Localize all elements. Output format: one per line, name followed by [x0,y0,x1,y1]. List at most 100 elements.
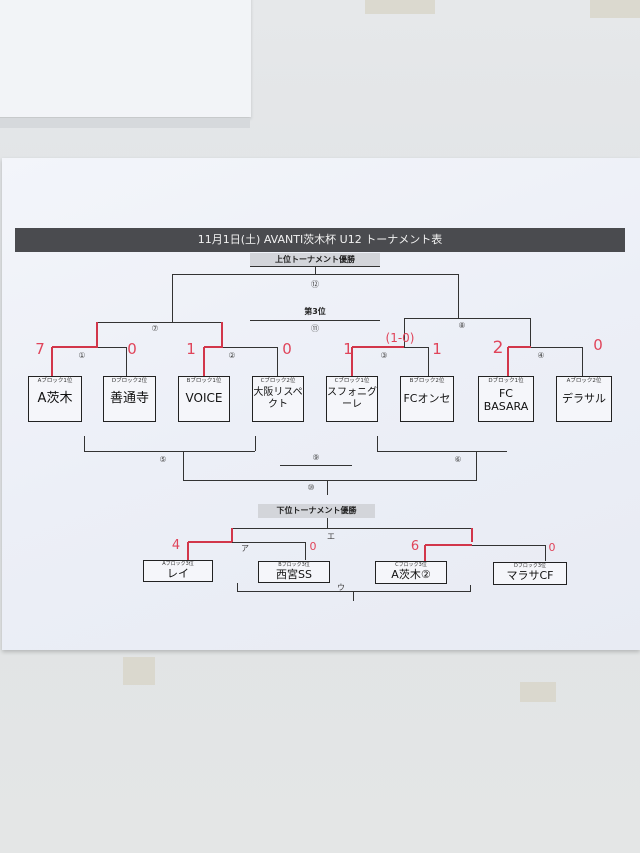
match-number: ⑫ [311,280,319,289]
score: 0 [127,340,137,358]
bracket-line [97,322,223,323]
bracket-line [305,542,306,560]
bracket-line [232,528,473,529]
background-paper-edge [0,118,250,128]
bracket-line [404,318,531,319]
score: 0 [593,336,603,354]
score: 4 [171,538,181,553]
team-box: Dブロック2位 善通寺 [103,376,156,422]
bracket-line [582,347,583,376]
match-number: ① [78,351,86,360]
team-name: A茨木 [37,391,73,406]
winner-line [96,322,98,347]
team-name: 西宮SS [276,568,312,581]
score: 1 [343,340,353,358]
block-label: Cブロック1位 [334,378,370,384]
winner-line [203,347,205,376]
block-label: Dブロック1位 [488,378,524,384]
block-label: Dブロック3位 [513,563,547,569]
match-number: ④ [537,351,545,360]
tape [365,0,435,14]
bracket-line [530,318,531,347]
bracket-line [237,591,471,592]
third-place-heading: 第3位 [304,307,326,316]
winner-line [425,544,472,546]
team-box: Dブロック3位 マラサCF [493,562,567,585]
bracket-line [237,583,238,591]
score: 0 [309,540,317,553]
block-label: Aブロック2位 [566,378,602,384]
bracket-line [280,465,352,466]
winner-line [231,528,233,542]
team-box: Bブロック3位 西宮SS [258,561,330,583]
team-box: Cブロック2位 大阪リスペクト [252,376,304,422]
team-name: FC BASARA [483,387,529,413]
match-number: エ [327,532,335,541]
score: 2 [492,338,504,358]
winner-line [508,346,531,348]
match-number: ⑤ [159,455,167,464]
winner-line [51,347,53,376]
match-number: ⑩ [307,483,315,492]
pk-score: (1-0) [385,331,415,345]
bracket-line [315,266,316,275]
match-number: ⑧ [458,321,466,330]
bracket-line [126,347,127,376]
team-box: Aブロック2位 デラサル [556,376,612,422]
team-name: FCオンセ [403,392,451,405]
score: 7 [35,340,45,358]
winner-line [187,542,189,560]
score: 1 [186,340,196,358]
team-name: 善通寺 [109,391,149,406]
bracket-line [353,591,354,601]
block-label: Aブロック3位 [162,561,194,567]
block-label: Cブロック2位 [260,378,296,384]
bracket-line [327,480,328,495]
team-box: Cブロック3位 A茨木② [375,561,447,584]
bracket-line [84,451,255,452]
tape [590,0,640,18]
sheet-title: 11月1日(土) AVANTI茨木杯 U12 トーナメント表 [15,228,625,252]
team-name: デラサル [562,392,606,405]
bracket-line [377,436,378,451]
block-label: Cブロック3位 [395,562,427,568]
match-number: ③ [380,351,388,360]
block-label: Bブロック2位 [409,378,445,384]
score: 0 [548,541,556,554]
bracket-line [425,545,546,546]
bracket-line [470,585,471,591]
team-name: A茨木② [391,568,431,581]
team-box: Bブロック1位 VOICE [178,376,230,422]
block-label: Aブロック1位 [37,378,73,384]
team-box: Bブロック2位 FCオンセ [400,376,454,422]
team-box: Cブロック1位 スフォニグーレ [326,376,378,422]
bracket-line [476,451,477,480]
match-number: ⑨ [312,453,320,462]
tape [520,682,556,702]
team-name: VOICE [185,391,223,405]
block-label: Bブロック3位 [278,562,310,568]
bracket-line [377,451,507,452]
bracket-line [204,347,278,348]
team-name: マラサCF [506,569,554,582]
bracket-line [84,436,85,451]
team-name: レイ [167,567,189,580]
bracket-line [458,274,459,318]
bracket-line [404,318,405,347]
bracket-line [428,347,429,376]
block-label: Dブロック2位 [111,378,148,384]
winner-line [351,347,353,376]
match-number: ウ [337,583,345,592]
lower-final-heading: 下位トーナメント優勝 [258,504,375,518]
team-box: Aブロック1位 A茨木 [28,376,82,422]
match-number: ア [241,544,249,553]
winner-line [507,347,509,376]
match-number: ⑥ [454,455,462,464]
winner-line [204,346,223,348]
score: 1 [432,340,442,358]
bracket-line [255,436,256,451]
bracket-line [183,451,184,480]
match-number: ⑪ [311,324,319,333]
bracket-line [172,274,173,322]
bracket-line [508,347,583,348]
